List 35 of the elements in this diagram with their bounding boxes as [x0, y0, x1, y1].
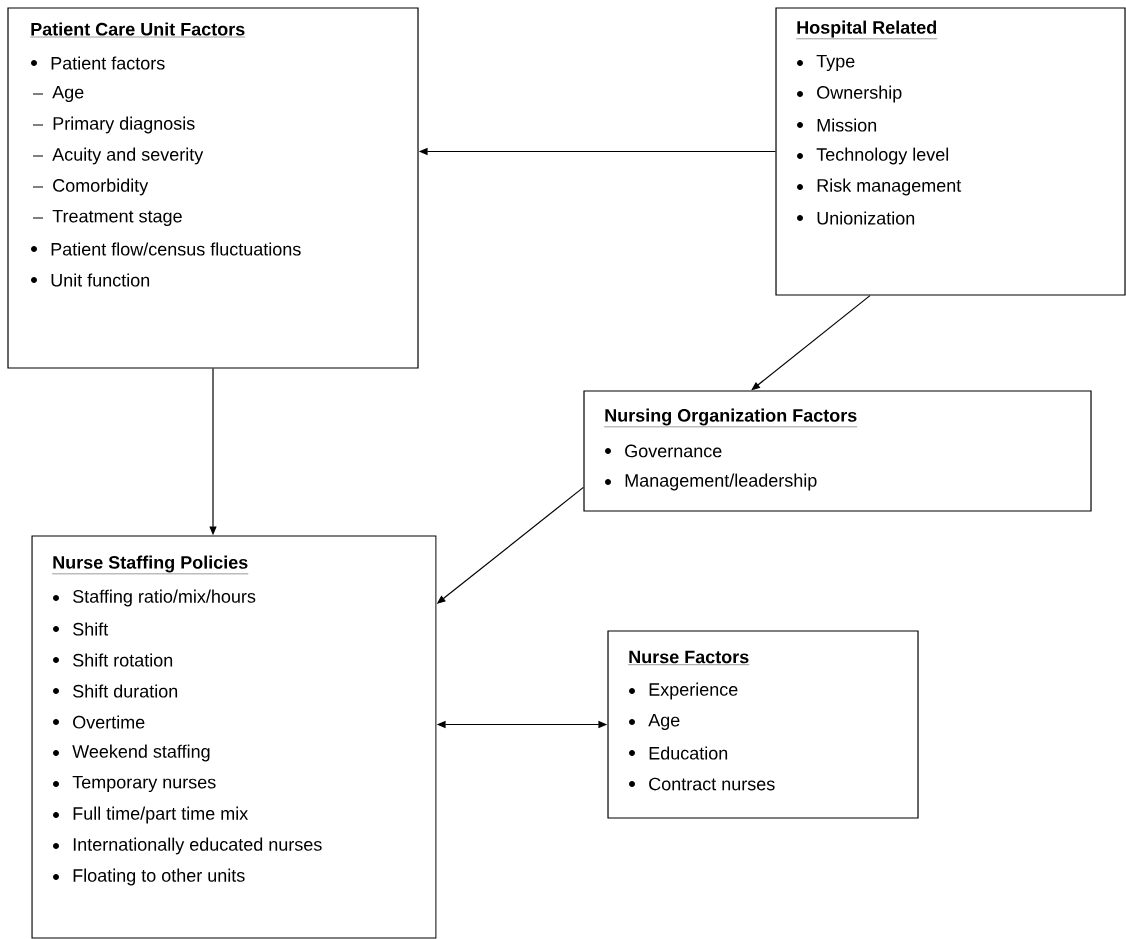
bullet-item: Patient factors — [51, 56, 165, 70]
sub-item: Age — [52, 85, 84, 103]
bullet-item: Temporary nurses — [72, 775, 216, 793]
bullet-item: Patient flow/census fluctuations — [51, 242, 301, 256]
heading: Patient Care Unit Factors — [30, 22, 246, 38]
bullet-item: Education — [649, 746, 728, 760]
bullet-item: Full time/part time mix — [73, 806, 248, 824]
bullet-item: Shift duration — [73, 684, 178, 698]
bullet-item: Weekend staffing — [72, 744, 210, 762]
bullet-item: Age — [648, 713, 680, 731]
bullet-item: Internationally educated nurses — [73, 837, 322, 855]
bullet-item: Shift rotation — [73, 653, 173, 667]
bullet-item: Experience — [649, 682, 738, 700]
sub-item: Acuity and severity — [52, 147, 204, 165]
bullet-item: Risk management — [817, 178, 962, 196]
heading: Nurse Staffing Policies — [52, 555, 249, 575]
sub-item: Primary diagnosis — [53, 116, 195, 134]
bullet-item: Overtime — [73, 715, 145, 729]
sub-item: Comorbidity — [53, 178, 149, 196]
bullet-item: Management/leadership — [625, 473, 817, 491]
bullet-item: Shift — [73, 622, 109, 636]
sub-item: Treatment stage — [52, 209, 182, 227]
bullet-item: Governance — [625, 444, 722, 458]
bullet-item: Type — [816, 54, 855, 72]
bullet-item: Staffing ratio/mix/hours — [73, 589, 256, 607]
bullet-item: Unit function — [51, 273, 150, 287]
bullet-item: Unionization — [817, 211, 915, 225]
bullet-item: Floating to other units — [73, 868, 245, 886]
bullet-item: Contract nurses — [649, 777, 775, 791]
heading: Nurse Factors — [628, 650, 750, 665]
bullet-item: Ownership — [817, 85, 902, 103]
heading: Nursing Organization Factors — [604, 408, 858, 428]
bullet-item: Technology level — [816, 147, 949, 165]
heading: Hospital Related — [796, 20, 938, 39]
bullet-item: Mission — [817, 118, 877, 132]
